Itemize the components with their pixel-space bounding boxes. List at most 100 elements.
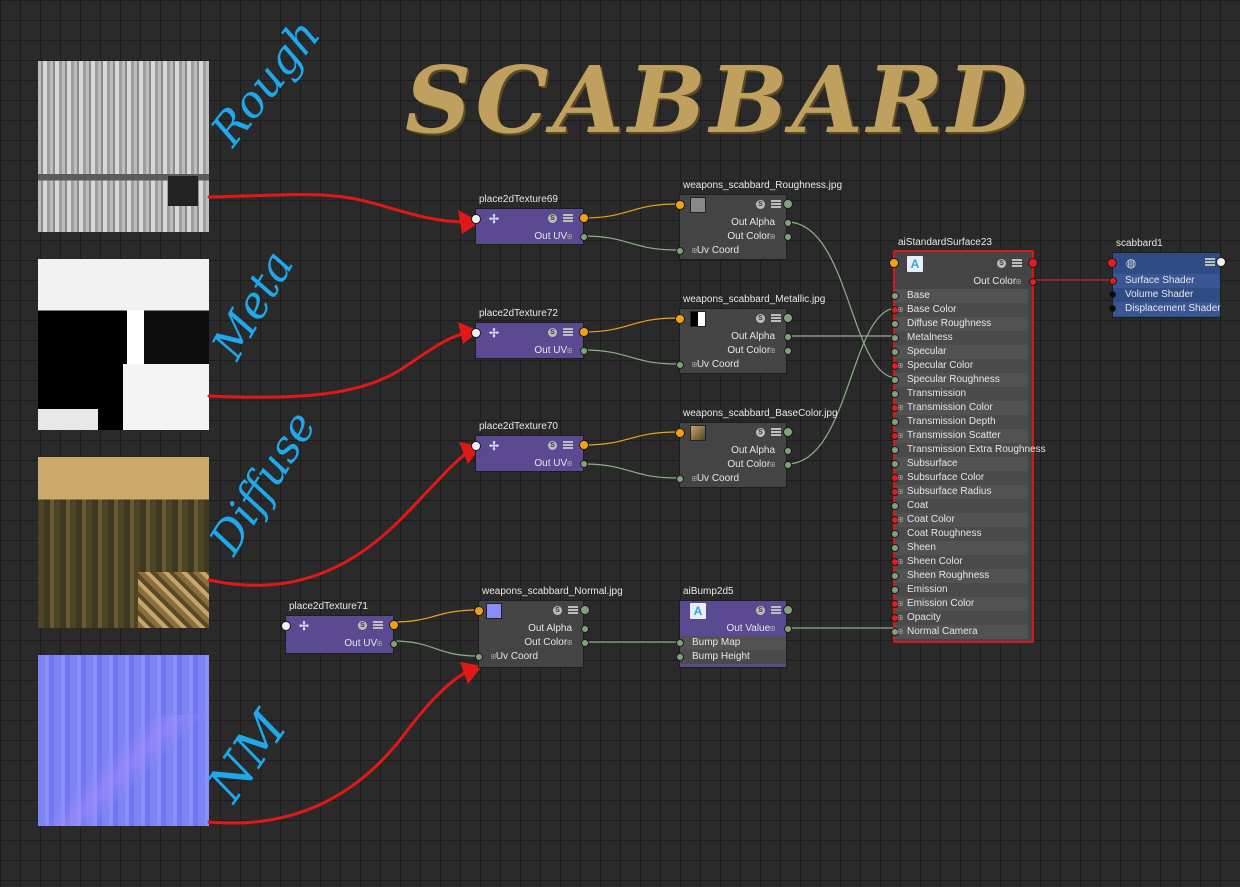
swatch-button[interactable]: S — [358, 621, 367, 630]
expand-toggle[interactable]: ⊞ — [898, 305, 903, 314]
out-color-plug[interactable] — [581, 639, 589, 647]
expand-toggle[interactable]: ⊞ — [898, 403, 903, 412]
surface-plug-opacity[interactable] — [891, 614, 899, 622]
input-plug[interactable] — [675, 428, 685, 438]
out-value-plug[interactable] — [784, 625, 792, 633]
swatch-button[interactable]: S — [756, 606, 765, 615]
output-plug[interactable] — [783, 427, 793, 437]
expand-toggle[interactable]: ⊞ — [898, 627, 903, 636]
volume-shader-plug[interactable] — [1109, 291, 1116, 298]
list-button[interactable] — [563, 328, 573, 336]
expand-toggle[interactable]: ⊞ — [898, 473, 903, 482]
uv-coord-plug[interactable] — [475, 653, 483, 661]
surface-plug-emission-color[interactable] — [891, 600, 899, 608]
surface-plug-diffuse-roughness[interactable] — [891, 320, 899, 328]
out-color-plug[interactable] — [784, 461, 792, 469]
message-plug[interactable] — [471, 441, 481, 451]
expand-toggle[interactable]: ⊞ — [898, 361, 903, 370]
out-alpha-plug[interactable] — [784, 447, 792, 455]
surface-plug-specular[interactable] — [891, 348, 899, 356]
surface-shader-plug[interactable] — [1109, 277, 1117, 285]
ai-bump-2d-node[interactable]: aiBump2d5 A S Out Value⊞ Bump Map Bump H… — [676, 586, 793, 668]
swatch-button[interactable]: S — [756, 428, 765, 437]
displacement-shader-plug[interactable] — [1109, 305, 1116, 312]
expand-toggle[interactable]: ⊞ — [898, 487, 903, 496]
output-plug[interactable] — [1028, 258, 1038, 268]
list-button[interactable] — [771, 428, 781, 436]
output-plug[interactable] — [579, 213, 589, 223]
surface-plug-base[interactable] — [891, 292, 899, 300]
message-plug[interactable] — [281, 621, 291, 631]
out-color-plug[interactable] — [784, 347, 792, 355]
list-button[interactable] — [563, 214, 573, 222]
surface-plug-transmission-depth[interactable] — [891, 418, 899, 426]
basecolor-file-node[interactable]: weapons_scabbard_BaseColor.jpg S Out Alp… — [675, 408, 838, 488]
swatch-button[interactable]: S — [997, 259, 1006, 268]
output-plug[interactable] — [389, 620, 399, 630]
message-plug[interactable] — [471, 328, 481, 338]
input-plug[interactable] — [889, 258, 899, 268]
out-color-plug[interactable] — [784, 233, 792, 241]
surface-plug-coat-color[interactable] — [891, 516, 899, 524]
out-uv-plug[interactable] — [580, 233, 588, 241]
swatch-button[interactable]: S — [548, 328, 557, 337]
surface-plug-coat[interactable] — [891, 502, 899, 510]
normal-file-node[interactable]: weapons_scabbard_Normal.jpg S Out Alpha … — [474, 586, 623, 668]
output-plug[interactable] — [580, 605, 590, 615]
swatch-button[interactable]: S — [548, 441, 557, 450]
output-plug[interactable] — [783, 199, 793, 209]
surface-plug-emission[interactable] — [891, 586, 899, 594]
expand-toggle[interactable]: ⊞ — [898, 557, 903, 566]
input-plug[interactable] — [675, 200, 685, 210]
out-uv-plug[interactable] — [390, 640, 398, 648]
swatch-button[interactable]: S — [756, 314, 765, 323]
place2d-texture-72-node[interactable]: place2dTexture72 ✢ S Out UV⊞ — [471, 308, 589, 359]
metallic-file-node[interactable]: weapons_scabbard_Metallic.jpg S Out Alph… — [675, 294, 825, 374]
surface-plug-subsurface-color[interactable] — [891, 474, 899, 482]
output-plug[interactable] — [783, 313, 793, 323]
list-button[interactable] — [1012, 259, 1022, 267]
list-button[interactable] — [771, 606, 781, 614]
output-plug[interactable] — [579, 327, 589, 337]
swatch-button[interactable]: S — [548, 214, 557, 223]
uv-coord-plug[interactable] — [676, 247, 684, 255]
swatch-button[interactable]: S — [756, 200, 765, 209]
out-color-plug[interactable] — [1029, 278, 1037, 286]
expand-toggle[interactable]: ⊞ — [898, 599, 903, 608]
input-plug[interactable] — [474, 606, 484, 616]
output-plug[interactable] — [1216, 257, 1226, 267]
surface-plug-subsurface-radius[interactable] — [891, 488, 899, 496]
surface-plug-coat-roughness[interactable] — [891, 530, 899, 538]
list-button[interactable] — [771, 314, 781, 322]
list-button[interactable] — [1205, 258, 1215, 266]
list-button[interactable] — [373, 621, 383, 629]
out-alpha-plug[interactable] — [784, 333, 792, 341]
swatch-button[interactable]: S — [553, 606, 562, 615]
bump-height-plug[interactable] — [676, 653, 684, 661]
surface-plug-sheen[interactable] — [891, 544, 899, 552]
bump-map-plug[interactable] — [676, 639, 684, 647]
surface-plug-sheen-roughness[interactable] — [891, 572, 899, 580]
place2d-texture-71-node[interactable]: place2dTexture71 ✢ S Out UV⊞ — [281, 601, 399, 654]
surface-plug-sheen-color[interactable] — [891, 558, 899, 566]
surface-plug-transmission[interactable] — [891, 390, 899, 398]
uv-coord-plug[interactable] — [676, 475, 684, 483]
surface-plug-metalness[interactable] — [891, 334, 899, 342]
output-plug[interactable] — [783, 605, 793, 615]
uv-coord-plug[interactable] — [676, 361, 684, 369]
expand-toggle[interactable]: ⊞ — [898, 431, 903, 440]
surface-plug-specular-roughness[interactable] — [891, 376, 899, 384]
place2d-texture-69-node[interactable]: place2dTexture69 ✢ S Out UV⊞ — [471, 194, 589, 245]
out-uv-plug[interactable] — [580, 460, 588, 468]
roughness-file-node[interactable]: weapons_scabbard_Roughness.jpg S Out Alp… — [675, 180, 842, 260]
shading-group-node[interactable]: scabbard1 ◍ Surface Shader Volume Shader… — [1107, 238, 1226, 318]
out-alpha-plug[interactable] — [784, 219, 792, 227]
expand-toggle[interactable]: ⊞ — [898, 613, 903, 622]
list-button[interactable] — [563, 441, 573, 449]
input-plug[interactable] — [1107, 258, 1117, 268]
out-alpha-plug[interactable] — [581, 625, 589, 633]
surface-plug-subsurface[interactable] — [891, 460, 899, 468]
output-plug[interactable] — [579, 440, 589, 450]
expand-toggle[interactable]: ⊞ — [898, 515, 903, 524]
